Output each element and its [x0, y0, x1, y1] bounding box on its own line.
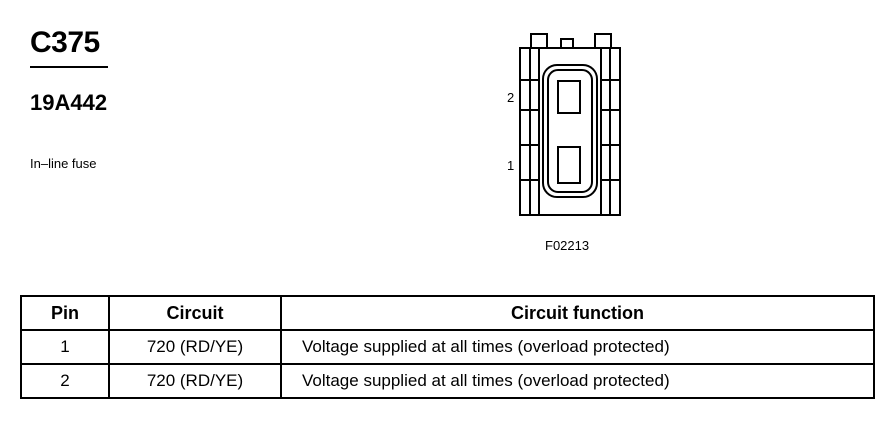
terminal-cavity-2: [557, 80, 581, 114]
connector-latch-tab: [530, 33, 548, 49]
connector-face-diagram: [519, 33, 621, 216]
table-header-row: Pin Circuit Circuit function: [20, 295, 875, 331]
connector-description: In–line fuse: [30, 156, 97, 171]
connector-latch-tab: [560, 38, 574, 49]
cell-circuit-function: Voltage supplied at all times (overload …: [280, 329, 875, 365]
part-number: 19A442: [30, 90, 108, 115]
connector-id: C375: [30, 26, 100, 59]
pin-label-2: 2: [507, 90, 515, 105]
cell-circuit-function: Voltage supplied at all times (overload …: [280, 363, 875, 399]
column-header-circuit-function: Circuit function: [280, 295, 875, 331]
column-header-circuit: Circuit: [108, 295, 282, 331]
fuse-body: [542, 64, 598, 198]
connector-latch-tab: [594, 33, 612, 49]
terminal-cavity-1: [557, 146, 581, 184]
cell-circuit: 720 (RD/YE): [108, 329, 282, 365]
cell-pin: 2: [20, 363, 110, 399]
table-row: 2 720 (RD/YE) Voltage supplied at all ti…: [20, 363, 875, 399]
connector-id-underline: [30, 66, 108, 68]
figure-id: F02213: [545, 238, 590, 253]
cell-circuit: 720 (RD/YE): [108, 363, 282, 399]
column-header-pin: Pin: [20, 295, 110, 331]
cell-pin: 1: [20, 329, 110, 365]
pin-label-1: 1: [507, 158, 515, 173]
pin-table: Pin Circuit Circuit function 1 720 (RD/Y…: [20, 295, 875, 399]
connector-housing: [519, 47, 621, 216]
table-row: 1 720 (RD/YE) Voltage supplied at all ti…: [20, 329, 875, 365]
